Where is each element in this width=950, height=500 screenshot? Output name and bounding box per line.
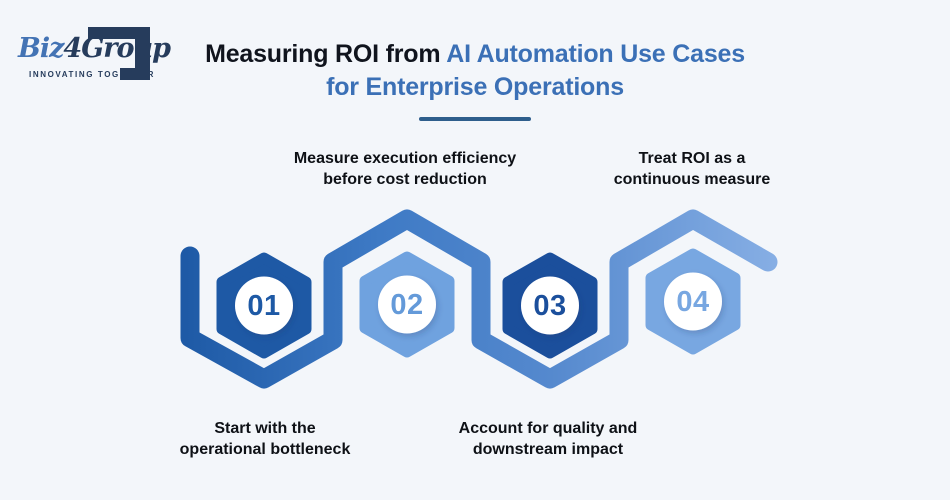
step-4-number: 04 bbox=[676, 286, 710, 318]
logo-frame-icon bbox=[135, 27, 150, 80]
step-3-label-line1: Account for quality and bbox=[458, 420, 638, 437]
step-1-circle bbox=[235, 276, 293, 335]
page-title-line2: for Enterprise Operations bbox=[326, 73, 624, 101]
brand-name-prefix: Biz bbox=[18, 33, 64, 64]
step-3-hexagon-icon bbox=[502, 252, 598, 359]
step-1-number: 01 bbox=[247, 290, 281, 322]
step-4-label: Treat ROI as a continuous measure bbox=[542, 149, 842, 190]
step-3-number: 03 bbox=[533, 290, 567, 322]
brand-name: Biz4Group bbox=[18, 33, 171, 64]
logo-frame-icon bbox=[88, 27, 150, 39]
step-2-label-line1: Measure execution efficiency bbox=[293, 150, 517, 167]
step-2-hexagon-icon bbox=[359, 251, 455, 358]
step-4-label-line1: Treat ROI as a bbox=[638, 150, 746, 167]
page-title: Measuring ROI from AI Automation Use Cas… bbox=[0, 38, 950, 121]
step-3-label: Account for quality and downstream impac… bbox=[398, 419, 698, 460]
step-4-label-line2: continuous measure bbox=[613, 170, 771, 188]
step-3-label-line2: downstream impact bbox=[472, 440, 624, 458]
step-4-circle bbox=[664, 272, 722, 331]
brand-logo: Biz4Group INNOVATING TOGETHER bbox=[16, 20, 186, 98]
step-1-hexagon-icon bbox=[216, 252, 312, 359]
step-4-hexagon-icon bbox=[645, 248, 741, 355]
title-underline bbox=[419, 117, 531, 121]
step-2-label: Measure execution efficiency before cost… bbox=[255, 149, 555, 190]
page-title-dark-part: Measuring ROI from bbox=[205, 40, 441, 68]
step-1-label: Start with the operational bottleneck bbox=[115, 419, 415, 460]
page-title-line1: Measuring ROI from AI Automation Use Cas… bbox=[0, 38, 950, 71]
page-title-blue-part: AI Automation Use Cases bbox=[446, 40, 745, 68]
step-2-circle bbox=[378, 275, 436, 334]
step-1-label-line2: operational bottleneck bbox=[179, 440, 351, 458]
step-3-circle bbox=[521, 276, 579, 335]
step-2-label-line2: before cost reduction bbox=[323, 170, 487, 188]
logo-frame-icon bbox=[120, 68, 150, 80]
brand-tagline: INNOVATING TOGETHER bbox=[29, 70, 155, 79]
step-1-label-line1: Start with the bbox=[214, 420, 316, 437]
brand-name-mid: 4 bbox=[63, 33, 82, 64]
chain-path-icon bbox=[180, 209, 778, 389]
step-2-number: 02 bbox=[390, 289, 424, 321]
brand-name-suffix: Group bbox=[81, 33, 171, 64]
